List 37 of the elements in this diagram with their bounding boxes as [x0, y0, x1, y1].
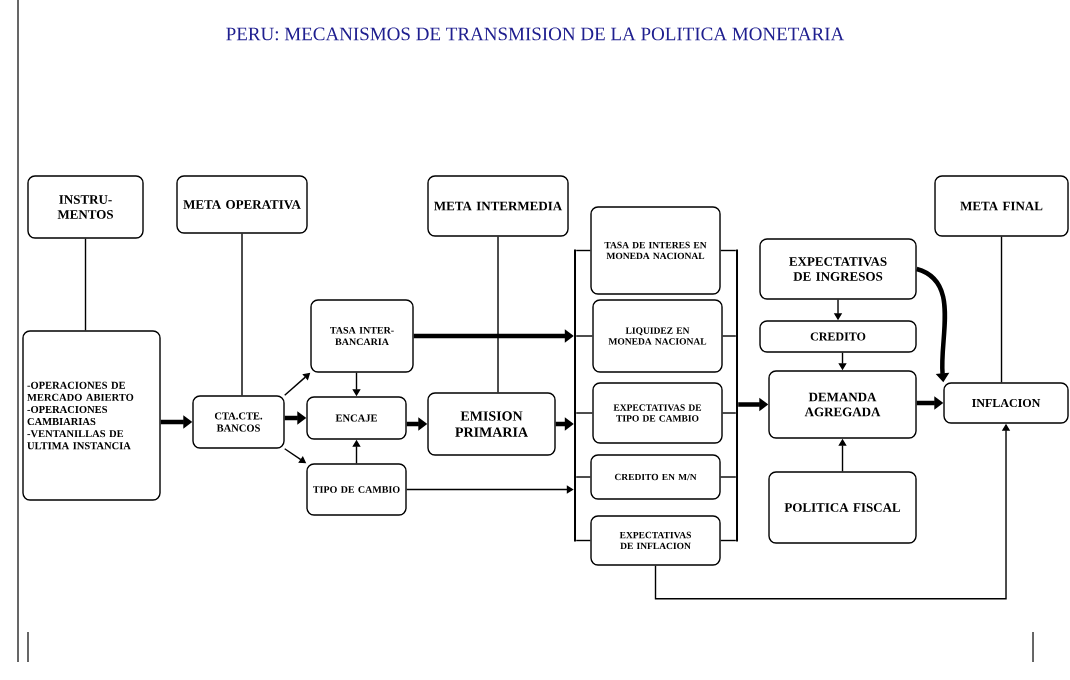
connector-line: [722, 412, 737, 414]
text-box: POLITICA FISCAL: [768, 471, 917, 544]
text-box: CTA.CTE. BANCOS: [192, 395, 285, 449]
text-box: CREDITO: [759, 320, 917, 353]
text-box: -OPERACIONES DE MERCADO ABIERTO -OPERACIONES CAMBIARIAS -VENTANILLAS DE ULTIMA INSTANCIA: [22, 330, 161, 501]
text-box: EMISION PRIMARIA: [427, 392, 556, 456]
text-box: ENCAJE: [306, 396, 407, 440]
connector-line: [720, 539, 737, 542]
connector-line: [720, 249, 737, 252]
text-box: META OPERATIVA: [176, 175, 308, 234]
connector-line: [497, 236, 499, 393]
text-box: LIQUIDEZ EN MONEDA NACIONAL: [592, 299, 723, 373]
connector-line: [84, 238, 87, 331]
text-box: TASA DE INTERES EN MONEDA NACIONAL: [590, 206, 721, 295]
connector-line: [575, 335, 593, 337]
text-box: TIPO DE CAMBIO: [306, 463, 407, 516]
text-box: INSTRU- MENTOS: [27, 175, 144, 239]
connector-line: [720, 476, 737, 478]
connector-line: [575, 476, 591, 478]
text-box: TASA INTER- BANCARIA: [310, 299, 414, 373]
connector-line: [241, 233, 243, 396]
text-box: META INTERMEDIA: [427, 175, 569, 237]
text-box: INFLACION: [943, 382, 1069, 424]
title: PERU: MECANISMOS DE TRANSMISION DE LA POLITICA MONETARIA: [226, 27, 845, 41]
arrow: [406, 485, 574, 494]
text-box: EXPECTATIVAS DE INGRESOS: [759, 238, 917, 300]
connector-line: [1000, 236, 1003, 383]
text-box: DEMANDA AGREGADA: [768, 370, 917, 439]
text-box: META FINAL: [934, 175, 1069, 237]
connector-line: [575, 539, 591, 542]
text-box: EXPECTATIVAS DE INFLACION: [590, 515, 721, 566]
text-box: CREDITO EN M/N: [590, 454, 721, 500]
connector-line: [575, 412, 593, 414]
text-box: EXPECTATIVAS DE TIPO DE CAMBIO: [592, 382, 723, 444]
bracket-line: [736, 249, 738, 542]
connector-line: [722, 335, 737, 337]
connector-line: [575, 249, 591, 252]
